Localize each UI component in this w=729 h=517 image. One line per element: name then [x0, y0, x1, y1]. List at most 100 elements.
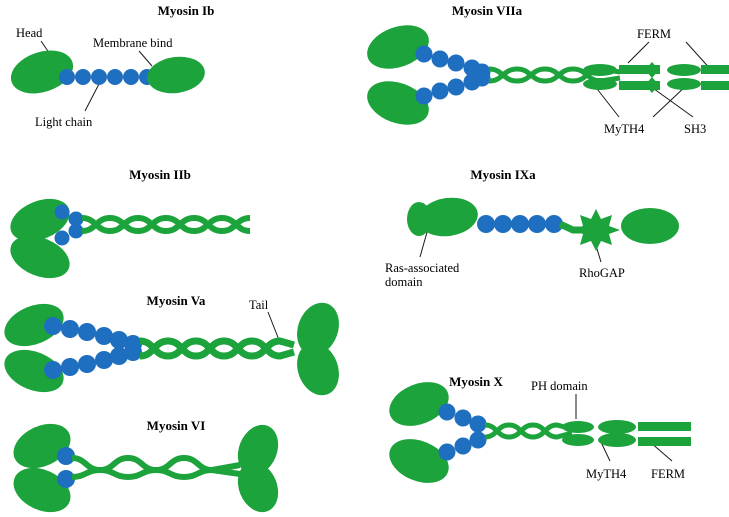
label-membrane-bind: Membrane bind [93, 36, 173, 50]
light-chain-bead [494, 215, 512, 233]
structure-myosin-ib [10, 50, 205, 94]
light-chain-bead [447, 54, 465, 72]
myosin-head [13, 423, 71, 469]
light-chain-bead [110, 331, 128, 349]
myosin-head [4, 303, 64, 347]
light-chain-bead [415, 45, 433, 63]
label-ph-domain: PH domain [531, 379, 588, 393]
myth4-domain [583, 64, 617, 76]
coiled-coil [139, 337, 295, 360]
light-chain-bead [44, 317, 62, 335]
myosin-head [389, 439, 449, 483]
panel-title-myosin-x: Myosin X [449, 374, 503, 389]
rhogap-star [572, 209, 620, 251]
label-myth4-x: MyTH4 [586, 467, 627, 481]
light-chain-bead [110, 347, 128, 365]
light-chain-bead [454, 409, 472, 427]
ferm-domain [638, 422, 691, 431]
light-chain-bead [438, 443, 456, 461]
light-chain-bead [54, 204, 70, 220]
light-chain-bead [57, 447, 75, 465]
structure-myosin-x [389, 382, 691, 483]
tail-domain [297, 342, 339, 396]
myosin-head [367, 25, 429, 69]
light-chain-bead [44, 361, 62, 379]
light-chain-bead [123, 69, 139, 85]
tail-domain [237, 461, 279, 513]
myosin-head [367, 81, 429, 125]
coiled-coil [488, 66, 621, 84]
label-ferm-x: FERM [651, 467, 686, 481]
light-chain-bead [431, 82, 449, 100]
ferm-domain [638, 437, 691, 446]
myosin-head [418, 197, 478, 237]
sh3-domain [645, 62, 659, 78]
light-chain-bead [477, 215, 495, 233]
panel-title-myosin-iib: Myosin IIb [129, 167, 191, 182]
sh3-domain [645, 77, 659, 93]
myth4-domain [667, 78, 701, 90]
ferm-domain [619, 81, 660, 90]
ferm-domain [619, 65, 660, 74]
light-chain-bead [59, 69, 75, 85]
light-chain-bead [469, 431, 487, 449]
label-myth4-viia: MyTH4 [604, 122, 645, 136]
light-chain-bead [95, 327, 113, 345]
coiled-coil [81, 214, 251, 235]
coiled-coil [71, 454, 241, 481]
light-chain-bead [438, 403, 456, 421]
myosin-head [10, 198, 70, 242]
tail-domain [621, 208, 679, 244]
light-chain-bead [107, 69, 123, 85]
light-chain-bead [415, 87, 433, 105]
label-ras-associated-domain: Ras-associated domain [385, 261, 460, 289]
ph-domain [562, 434, 594, 446]
membrane-binding-domain [147, 56, 205, 94]
structure-myosin-viia [367, 25, 729, 125]
myosin-head [10, 50, 74, 94]
myth4-domain [598, 433, 636, 447]
panel-title-myosin-ixa: Myosin IXa [470, 167, 536, 182]
light-chain-bead [431, 50, 449, 68]
myth4-domain [667, 64, 701, 76]
tail-domain [237, 424, 279, 476]
panel-title-myosin-vi: Myosin VI [146, 418, 206, 433]
label-light-chain: Light chain [35, 115, 93, 129]
label-head: Head [16, 26, 43, 40]
light-chain-bead [61, 320, 79, 338]
light-chain-bead [68, 223, 84, 239]
panel-title-myosin-viia: Myosin VIIa [451, 3, 523, 18]
ferm-domain [701, 81, 729, 90]
label-rhogap: RhoGAP [579, 266, 625, 280]
ph-domain [562, 421, 594, 433]
light-chain-bead [469, 415, 487, 433]
light-chain-bead [61, 358, 79, 376]
structure-myosin-ixa [407, 197, 679, 251]
light-chain-bead [54, 230, 70, 246]
myth4-domain [583, 78, 617, 90]
label-tail-va: Tail [249, 298, 269, 312]
structure-myosin-va [4, 302, 339, 396]
light-chain-bead [95, 351, 113, 369]
panel-title-myosin-ib: Myosin Ib [157, 3, 215, 18]
light-chain-bead [124, 343, 142, 361]
light-chain-bead [545, 215, 563, 233]
structure-myosin-vi [13, 423, 279, 513]
light-chain-bead [91, 69, 107, 85]
myosin-head [389, 382, 449, 426]
light-chain-bead [473, 69, 491, 87]
light-chain-bead [57, 470, 75, 488]
myosin-head [10, 235, 70, 279]
label-ferm-viia: FERM [637, 27, 672, 41]
light-chain-bead [78, 355, 96, 373]
light-chain-bead [511, 215, 529, 233]
panel-title-myosin-va: Myosin Va [146, 293, 206, 308]
myth4-domain [598, 420, 636, 434]
light-chain-bead [447, 78, 465, 96]
label-sh3-viia: SH3 [684, 122, 707, 136]
light-chain-bead [528, 215, 546, 233]
myosin-head [13, 467, 71, 513]
light-chain-bead [78, 323, 96, 341]
